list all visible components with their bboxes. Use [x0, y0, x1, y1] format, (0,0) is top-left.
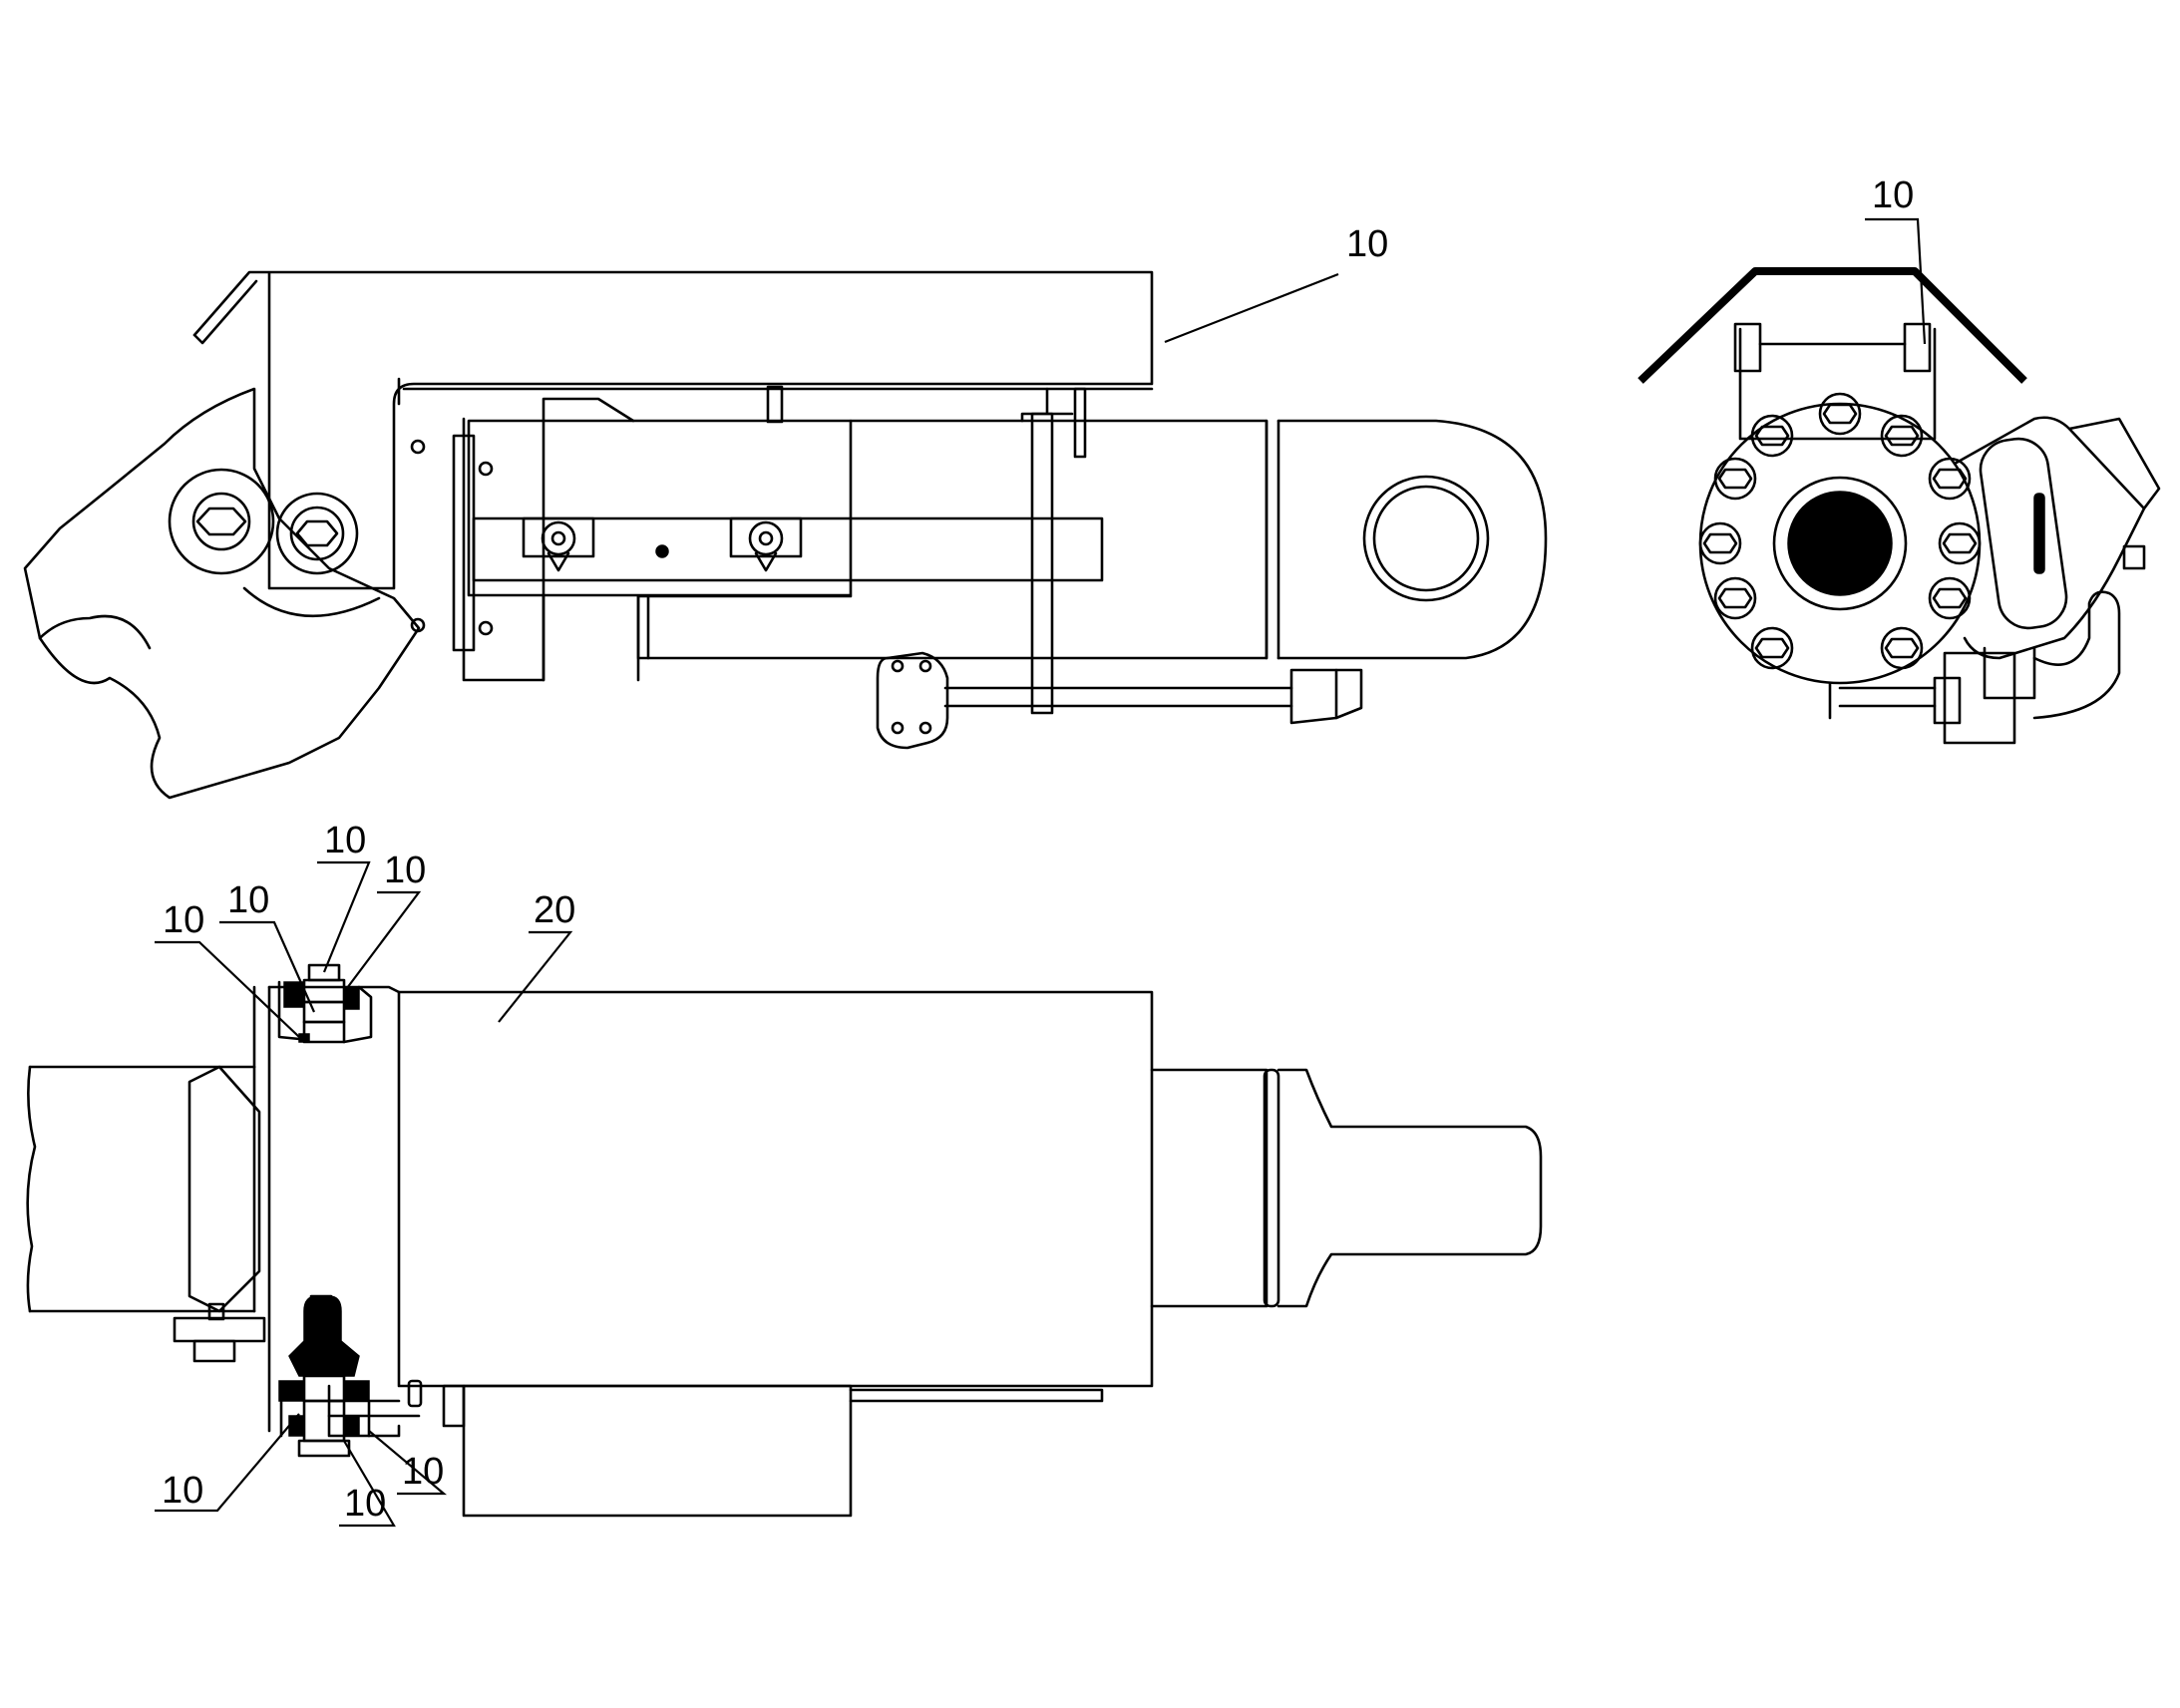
rod-eye — [1276, 419, 1548, 660]
leader-line — [1865, 217, 1927, 345]
fastener-assembly-bottom — [278, 1294, 371, 1458]
leader-line — [368, 1430, 448, 1496]
plan-view — [26, 963, 1543, 1518]
mount-bracket — [23, 387, 421, 800]
callouts: 10 10 10 10 10 10 20 10 10 10 — [155, 174, 1927, 1528]
channel-bracket — [187, 1065, 261, 1313]
leader-line — [339, 1440, 396, 1528]
leader-line — [317, 860, 371, 973]
leader-line — [155, 1413, 300, 1513]
frame-rail — [28, 1065, 256, 1313]
end-view — [1637, 267, 2161, 745]
leader-line — [219, 920, 316, 1013]
callout-label: 10 — [324, 820, 366, 861]
side-valve — [1953, 416, 2146, 660]
pivot-disc — [168, 468, 275, 575]
pivot-disc — [275, 492, 359, 575]
flange-bolts — [1698, 392, 1982, 670]
hex-port — [522, 516, 595, 572]
piston-rod — [1150, 1068, 1269, 1308]
guard-cover — [1637, 267, 2027, 384]
callout-label: 10 — [162, 1470, 203, 1512]
callout-label: 10 — [163, 899, 204, 941]
pipe-elbow — [2032, 590, 2121, 720]
callout-label: 10 — [1346, 223, 1388, 265]
hydraulic-line — [943, 686, 1293, 708]
fastener-assembly-top — [277, 963, 373, 1044]
valve-block — [467, 419, 853, 597]
leader-line — [498, 930, 573, 1023]
leader-line — [1164, 272, 1339, 344]
callout-label: 20 — [534, 889, 575, 931]
callout-label: 10 — [344, 1483, 386, 1525]
leader-line — [155, 940, 300, 1038]
valve-block — [462, 1384, 853, 1518]
callout-label: 10 — [402, 1451, 444, 1493]
pipe-flange — [876, 651, 949, 750]
guard-bracket — [192, 270, 1154, 590]
callout-label: 10 — [227, 879, 269, 921]
side-view — [23, 270, 1548, 800]
leader-line — [343, 890, 422, 993]
cylinder-body — [636, 419, 1269, 660]
hex-port — [729, 516, 803, 572]
cylinder-housing — [397, 990, 1154, 1388]
clamp-strap — [1030, 412, 1054, 715]
callout-label: 10 — [1872, 174, 1914, 216]
callout-label: 10 — [384, 850, 426, 891]
